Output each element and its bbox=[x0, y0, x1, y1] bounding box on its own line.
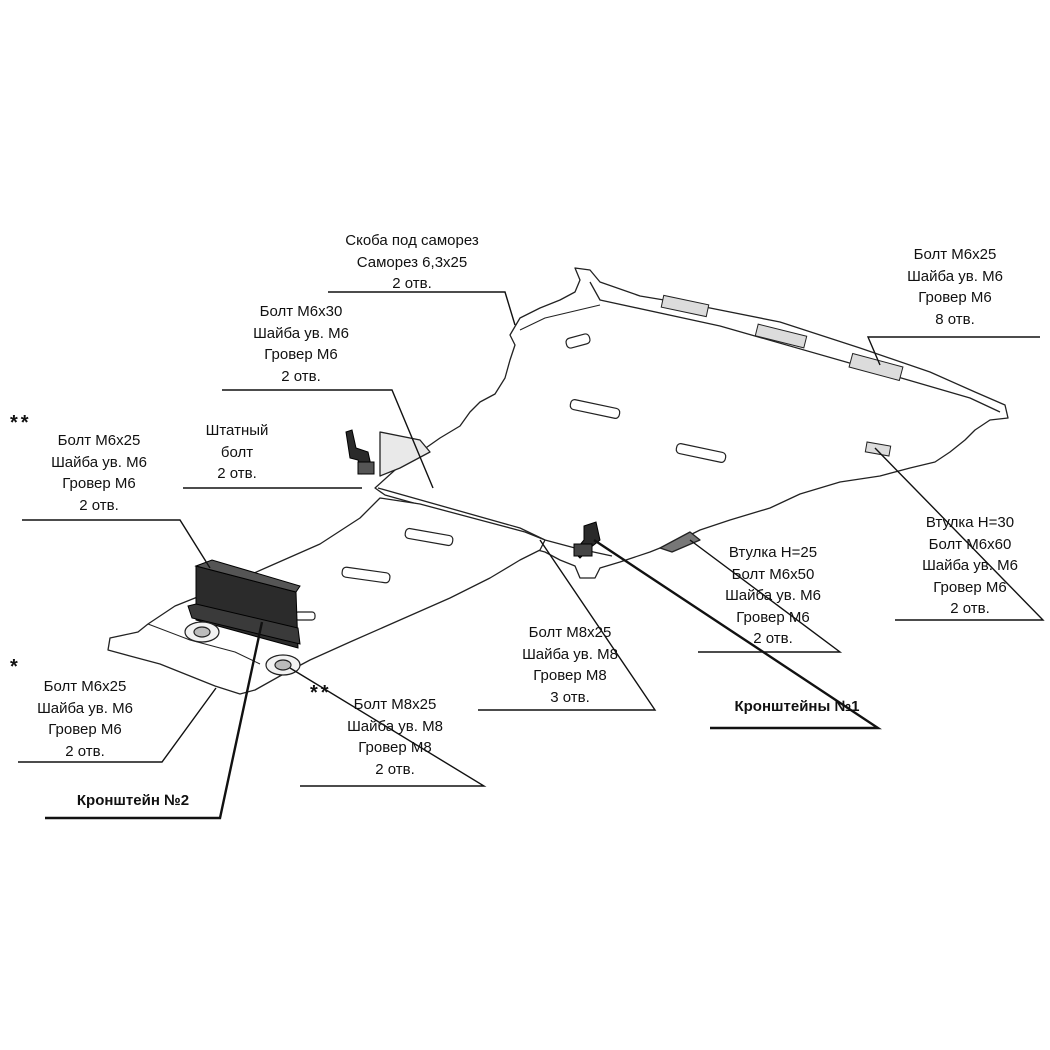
callout-line: Гровер М6 bbox=[264, 346, 338, 363]
bracket-2-label: Кронштейн №2 bbox=[76, 792, 190, 809]
callout-line: 2 отв. bbox=[950, 600, 990, 617]
callout-line: Шайба ув. М6 bbox=[922, 557, 1018, 574]
callout-line: Шайба ув. М8 bbox=[347, 717, 443, 735]
callout-bolt-m6x25-top: Болт М6х25 Шайба ув. М6 Гровер М6 8 отв. bbox=[890, 244, 1020, 330]
callout-bolt-m6x30: Болт М6х30 Шайба ув. М6 Гровер М6 2 отв. bbox=[236, 301, 366, 387]
callout-line: Болт М6х25 bbox=[57, 432, 141, 449]
callout-line: Болт М6х50 bbox=[731, 565, 815, 583]
callout-line: Штатный bbox=[205, 422, 269, 439]
callout-line: Гровер М6 bbox=[62, 475, 136, 492]
callout-line: Болт М6х25 bbox=[43, 678, 127, 695]
callout-line: Гровер М6 bbox=[933, 578, 1007, 596]
callout-line: Гровер М8 bbox=[533, 667, 607, 684]
callout-line: Гровер М6 bbox=[918, 289, 992, 306]
callout-line: 8 отв. bbox=[935, 310, 975, 328]
callout-bolt-m6x25-left: Болт М6х25 Шайба ув. М6 Гровер М6 2 отв. bbox=[34, 430, 164, 516]
bracket-1-right bbox=[573, 521, 601, 559]
callout-line: Шайба ув. М6 bbox=[37, 699, 133, 717]
single-asterisk-marker: * bbox=[10, 656, 21, 678]
callout-vtulka-30: Втулка Н=30 Болт М6х60 Шайба ув. М6 Гров… bbox=[905, 512, 1035, 620]
callout-line: Саморез 6,3х25 bbox=[356, 253, 468, 271]
plate-slots bbox=[294, 333, 727, 621]
washers bbox=[184, 621, 301, 676]
callout-line: Втулка Н=30 bbox=[925, 514, 1015, 531]
callout-line: Гровер М8 bbox=[358, 739, 432, 756]
callout-skoba: Скоба под саморез Саморез 6,3х25 2 отв. bbox=[322, 230, 502, 295]
callout-line: Шайба ув. М8 bbox=[522, 645, 618, 663]
callout-line: Болт М6х25 bbox=[913, 246, 997, 263]
callout-shtatny: Штатный болт 2 отв. bbox=[187, 420, 287, 485]
callout-line: 2 отв. bbox=[375, 760, 415, 778]
main-skid-plate bbox=[374, 267, 1009, 579]
callout-vtulka-25: Втулка Н=25 Болт М6х50 Шайба ув. М6 Гров… bbox=[708, 542, 838, 650]
callout-bolt-m6x25-low: Болт М6х25 Шайба ув. М6 Гровер М6 2 отв. bbox=[20, 676, 150, 762]
callout-line: 2 отв. bbox=[753, 630, 793, 647]
callout-line: 2 отв. bbox=[79, 496, 119, 514]
callout-line: Болт М6х60 bbox=[928, 535, 1012, 553]
callout-line: Гровер М6 bbox=[736, 608, 810, 626]
callout-line: болт bbox=[220, 443, 254, 461]
callout-bolt-m8x25-low: Болт М8х25 Шайба ув. М8 Гровер М8 2 отв. bbox=[330, 694, 460, 780]
bracket-2 bbox=[187, 559, 301, 649]
callout-line: Болт М6х30 bbox=[259, 303, 343, 320]
callout-line: Болт М8х25 bbox=[353, 696, 437, 713]
callout-line: Шайба ув. М6 bbox=[253, 324, 349, 342]
callout-line: Шайба ув. М6 bbox=[907, 267, 1003, 285]
callout-line: Гровер М6 bbox=[48, 721, 122, 738]
callout-line: Шайба ув. М6 bbox=[725, 587, 821, 604]
callout-line: Болт М8х25 bbox=[528, 624, 612, 641]
double-asterisk-marker: ** bbox=[310, 682, 332, 704]
callout-line: Скоба под саморез bbox=[345, 232, 479, 249]
mounting-tabs bbox=[660, 294, 904, 457]
callout-line: Втулка Н=25 bbox=[728, 544, 818, 561]
leader-lines bbox=[18, 291, 1045, 820]
callout-line: Шайба ув. М6 bbox=[51, 453, 147, 471]
callout-line: 3 отв. bbox=[550, 688, 590, 706]
bracket-1-label: Кронштейны №1 bbox=[734, 698, 860, 715]
callout-line: 2 отв. bbox=[217, 465, 257, 482]
double-asterisk-marker: ** bbox=[10, 412, 32, 434]
callout-line: 2 отв. bbox=[65, 742, 105, 760]
callout-bolt-m8x25-mid: Болт М8х25 Шайба ув. М8 Гровер М8 3 отв. bbox=[505, 622, 635, 708]
bracket-1-left bbox=[345, 429, 375, 475]
callout-line: 2 отв. bbox=[281, 367, 321, 385]
callout-line: 2 отв. bbox=[392, 275, 432, 292]
front-skid-plate bbox=[107, 497, 546, 695]
